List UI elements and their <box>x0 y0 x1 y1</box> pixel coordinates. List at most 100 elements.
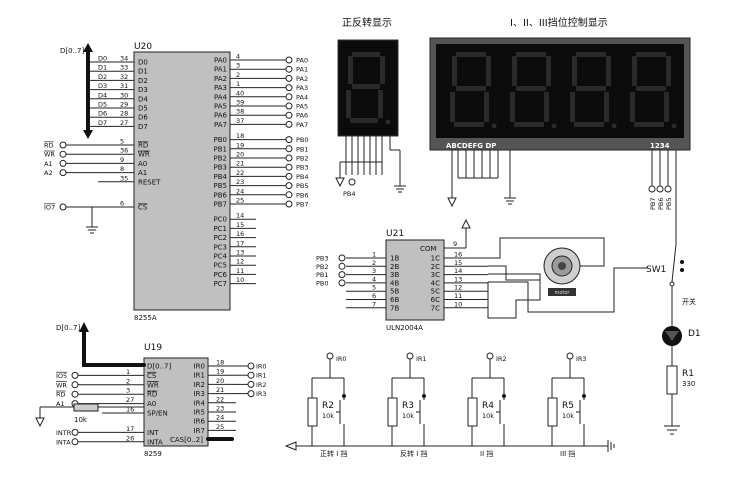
net-terminal <box>71 381 79 389</box>
pin-name: 6B <box>390 296 399 304</box>
net-label: PB3 <box>296 164 309 172</box>
motor-label-plate <box>548 288 576 296</box>
digit-segment <box>632 56 637 86</box>
pin-name: IR6 <box>194 418 206 426</box>
pin-name: 4B <box>390 279 399 287</box>
resistor-r1 <box>666 365 678 395</box>
net-label: PB3 <box>316 255 329 263</box>
ir-caption: 反转 I 挡 <box>400 449 428 458</box>
pin-number: 35 <box>120 174 128 182</box>
net-label: INTA <box>56 438 71 446</box>
switch-terminal <box>669 281 675 287</box>
digit-segment <box>636 52 666 57</box>
digit-segment <box>572 56 577 86</box>
ir-caption: III 挡 <box>560 449 575 458</box>
ir-caption: II 挡 <box>480 449 493 458</box>
net-label: D2 <box>98 73 107 81</box>
net-label: A1 <box>44 160 53 168</box>
digit-segment <box>486 56 491 86</box>
ir-terminal <box>566 352 574 360</box>
net-terminal <box>71 390 79 398</box>
u19-part: 8259 <box>144 450 162 458</box>
net-label: PB1 <box>316 271 329 279</box>
digit-segment <box>570 92 575 122</box>
pin-number: 27 <box>126 396 134 404</box>
pin-number: 18 <box>236 132 244 140</box>
pin-name: PA3 <box>214 84 227 92</box>
net-label: INTR <box>56 429 72 437</box>
digit-segment <box>546 56 551 86</box>
digit-segment <box>576 52 606 57</box>
net-label: PB2 <box>296 155 309 163</box>
net-label: D3 <box>98 82 107 90</box>
u21-com-pin: 9 <box>453 240 457 248</box>
digit-segment <box>452 56 457 86</box>
ir-terminal <box>486 352 494 360</box>
r1-value: 330 <box>682 380 695 388</box>
net-terminal <box>285 136 293 144</box>
net-terminal <box>59 141 67 149</box>
pin-name: 4C <box>431 279 440 287</box>
net-terminal <box>285 120 293 128</box>
pin-name: D[0..7] <box>147 363 171 371</box>
digit-segment <box>512 56 517 86</box>
pin-number: 21 <box>236 160 244 168</box>
ir-net-label: IR2 <box>496 355 507 363</box>
ir-resistor-value: 10k <box>482 412 494 420</box>
net-terminal <box>247 371 255 379</box>
pin-name: RESET <box>138 178 161 186</box>
ir-resistor-value: 10k <box>322 412 334 420</box>
net-terminal <box>285 93 293 101</box>
pin-number: 22 <box>216 395 224 403</box>
decimal-point <box>491 123 497 129</box>
pin-name: D7 <box>138 123 148 131</box>
pin-name: RD <box>138 142 148 150</box>
ir-net-label: IR1 <box>416 355 427 363</box>
ir-terminal <box>406 352 414 360</box>
net-terminal <box>59 150 67 158</box>
pin-number: 10 <box>454 300 462 308</box>
ir-resistor <box>547 397 558 427</box>
net-label: RD <box>44 142 54 150</box>
pin-number: 12 <box>454 284 462 292</box>
pin-name: PB1 <box>214 145 227 153</box>
net-label: PA2 <box>296 75 308 83</box>
pin-name: PB2 <box>214 155 227 163</box>
net-label: PA0 <box>296 57 308 65</box>
pin-name: IR0 <box>194 363 205 371</box>
net-terminal <box>59 203 67 211</box>
u19-body <box>143 357 209 447</box>
u19-bus-label: D[0..7] <box>56 324 80 332</box>
digit-segment <box>604 92 609 122</box>
net-label: PB2 <box>316 263 329 271</box>
gear-digit <box>510 52 557 129</box>
pin-name: A0 <box>147 400 156 408</box>
digit-segment <box>664 92 669 122</box>
net-label: IO7 <box>44 204 55 212</box>
direction-net-label: PB4 <box>343 190 356 198</box>
pin-number: 11 <box>454 292 462 300</box>
net-label: PA7 <box>296 121 308 129</box>
digit-segment <box>510 92 515 122</box>
pin-name: PB7 <box>214 201 227 209</box>
ir-resistor-ref: R5 <box>562 401 574 411</box>
net-terminal <box>285 84 293 92</box>
ir-resistor <box>307 397 318 427</box>
pin-number: 37 <box>236 117 244 125</box>
pb7-terminal <box>648 185 656 193</box>
net-terminal <box>247 362 255 370</box>
ir-resistor <box>467 397 478 427</box>
pin-name: PC0 <box>213 216 227 224</box>
pin-name: 2B <box>390 263 399 271</box>
pin-number: 13 <box>236 249 244 257</box>
net-label: PA1 <box>296 66 308 74</box>
gear-digit <box>570 52 617 129</box>
pin-name: PB6 <box>214 191 228 199</box>
gear-display-pins: PB7 PB6 PB5 <box>447 150 677 210</box>
pin-number: 19 <box>236 141 244 149</box>
